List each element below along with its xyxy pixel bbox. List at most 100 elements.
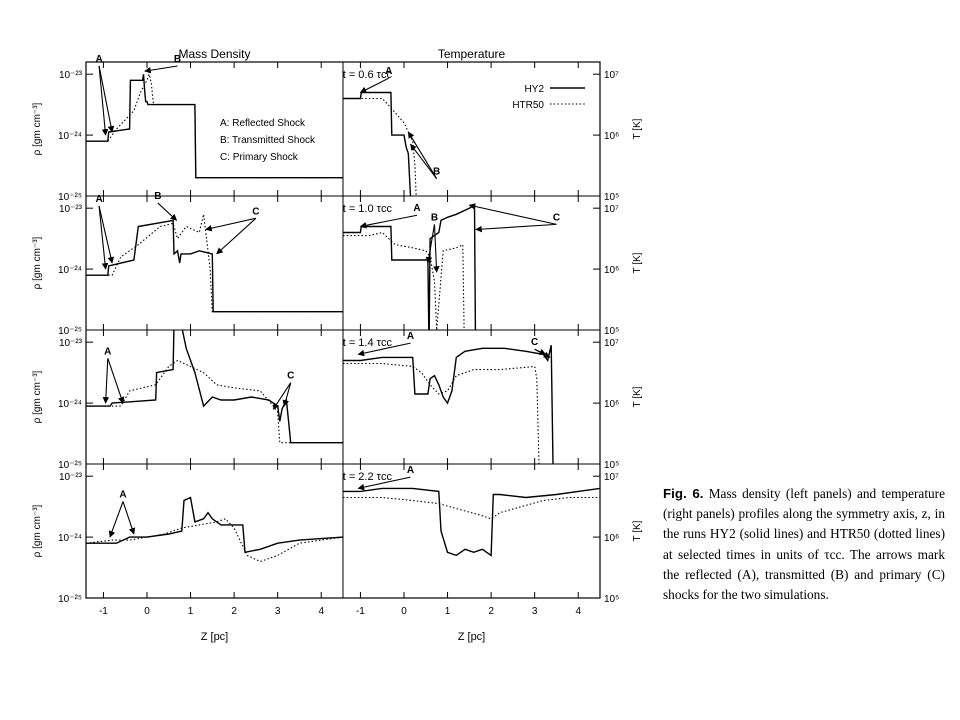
shock-arrow-density — [102, 358, 110, 404]
shock-arrow-temperature-label: A — [413, 203, 420, 214]
y-axis-label-temperature: T [K] — [632, 118, 643, 139]
y-tick-label-density: 10⁻²³ — [59, 472, 83, 483]
shock-arrow-density-label: C — [252, 206, 259, 217]
y-tick-label-temperature: 10⁵ — [604, 192, 619, 203]
temperature-panel — [343, 203, 477, 330]
y-tick-label-temperature: 10⁷ — [604, 204, 619, 215]
y-tick-label-temperature: 10⁵ — [604, 326, 619, 337]
y-tick-label-density: 10⁻²⁵ — [58, 594, 82, 605]
x-tick-label-left: 0 — [144, 606, 150, 617]
column-title-density: Mass Density — [178, 47, 250, 61]
x-tick-label-right: 2 — [488, 606, 494, 617]
shock-arrow-density — [216, 217, 257, 255]
shock-arrow-density — [272, 382, 292, 410]
shock-arrow-density — [282, 382, 292, 407]
y-tick-label-density: 10⁻²³ — [59, 338, 83, 349]
shock-arrow-density-label: B — [174, 54, 181, 65]
shock-arrow-density-label: A — [119, 490, 126, 501]
shock-arrow-temperature-label: A — [385, 66, 392, 77]
y-tick-label-temperature: 10⁵ — [604, 460, 619, 471]
figure-caption: Fig. 6. Mass density (left panels) and t… — [663, 484, 945, 605]
x-tick-label-left: 1 — [188, 606, 194, 617]
x-tick-label-right: 1 — [445, 606, 451, 617]
shock-arrow-temperature-label: A — [407, 465, 414, 476]
temperature-series-htr50 — [343, 362, 540, 464]
time-label: t = 2.2 τcc — [343, 471, 393, 483]
shock-arrow-temperature-label: B — [431, 212, 438, 223]
shock-arrow-temperature-label: C — [531, 337, 538, 348]
y-axis-label-temperature: T [K] — [632, 520, 643, 541]
temperature-panel — [343, 487, 600, 557]
shock-arrow-temperature — [410, 143, 438, 180]
shock-key-entry: A: Reflected Shock — [220, 118, 306, 129]
y-tick-label-temperature: 10⁶ — [604, 131, 619, 142]
shock-arrow-temperature — [468, 203, 557, 225]
x-tick-label-right: 3 — [532, 606, 538, 617]
shock-arrow-temperature — [359, 214, 418, 229]
y-tick-label-temperature: 10⁶ — [604, 265, 619, 276]
y-axis-label-density: ρ [gm cm⁻³] — [32, 504, 43, 557]
temperature-panel — [343, 345, 554, 464]
temperature-series-htr50 — [343, 496, 600, 520]
density-panel — [86, 214, 343, 313]
legend-label: HTR50 — [512, 100, 544, 111]
column-title-temperature: Temperature — [438, 47, 506, 61]
x-axis-label-left: Z [pc] — [201, 631, 229, 643]
shock-arrow-density — [98, 65, 109, 136]
shock-arrow-density-label: B — [154, 191, 161, 202]
shock-arrow-density-label: A — [95, 54, 102, 65]
y-tick-label-temperature: 10⁵ — [604, 594, 619, 605]
y-tick-label-density: 10⁻²⁴ — [58, 265, 82, 276]
y-tick-label-density: 10⁻²⁴ — [58, 533, 82, 544]
shock-arrow-temperature — [407, 131, 438, 179]
temperature-series-hy2 — [343, 487, 600, 557]
shock-arrow-temperature-label: B — [433, 167, 440, 178]
caption-text: Mass density (left panels) and temperatu… — [663, 486, 945, 603]
y-axis-label-temperature: T [K] — [632, 386, 643, 407]
temperature-series-htr50 — [343, 97, 417, 196]
shock-arrow-temperature — [359, 77, 389, 93]
shock-arrow-density-label: A — [95, 194, 102, 205]
y-axis-label-density: ρ [gm cm⁻³] — [32, 236, 43, 289]
time-label: t = 1.4 τcc — [343, 337, 393, 349]
y-tick-label-density: 10⁻²³ — [59, 70, 83, 81]
temperature-series-htr50 — [343, 231, 465, 330]
x-tick-label-left: 3 — [275, 606, 281, 617]
shock-arrow-density — [98, 205, 115, 264]
y-tick-label-density: 10⁻²⁴ — [58, 399, 82, 410]
x-tick-label-left: -1 — [99, 606, 108, 617]
y-tick-label-temperature: 10⁷ — [604, 472, 619, 483]
shock-arrow-density — [108, 501, 124, 538]
y-axis-label-density: ρ [gm cm⁻³] — [32, 370, 43, 423]
density-series-htr50 — [86, 359, 343, 444]
legend-label: HY2 — [525, 84, 545, 95]
density-series-hy2 — [86, 496, 343, 554]
shock-arrow-temperature-label: C — [553, 212, 560, 223]
y-tick-label-density: 10⁻²⁵ — [58, 192, 82, 203]
time-label: t = 1.0 τcc — [343, 203, 393, 215]
temperature-panel — [343, 91, 417, 196]
shock-arrow-temperature — [475, 223, 557, 233]
x-tick-label-left: 4 — [318, 606, 324, 617]
y-tick-label-temperature: 10⁶ — [604, 533, 619, 544]
y-tick-label-density: 10⁻²⁴ — [58, 131, 82, 142]
y-axis-label-density: ρ [gm cm⁻³] — [32, 102, 43, 155]
shock-arrow-density — [98, 65, 115, 133]
shock-arrow-temperature — [433, 224, 440, 273]
shock-arrow-temperature — [534, 348, 551, 358]
shock-arrow-density — [205, 217, 257, 232]
density-series-htr50 — [86, 518, 343, 563]
time-label: t = 0.6 τcc — [343, 69, 393, 81]
y-tick-label-temperature: 10⁷ — [604, 70, 619, 81]
caption-label: Fig. 6. — [663, 486, 704, 501]
x-tick-label-right: 0 — [401, 606, 407, 617]
shock-key-entry: C: Primary Shock — [220, 152, 299, 163]
x-axis-label-right: Z [pc] — [458, 631, 486, 643]
density-series-hy2 — [86, 219, 343, 313]
temperature-series-hy2 — [343, 91, 412, 196]
temperature-series-hy2 — [343, 203, 477, 330]
y-tick-label-density: 10⁻²⁵ — [58, 326, 82, 337]
density-panel — [86, 330, 343, 444]
shock-arrow-density-label: C — [287, 371, 294, 382]
